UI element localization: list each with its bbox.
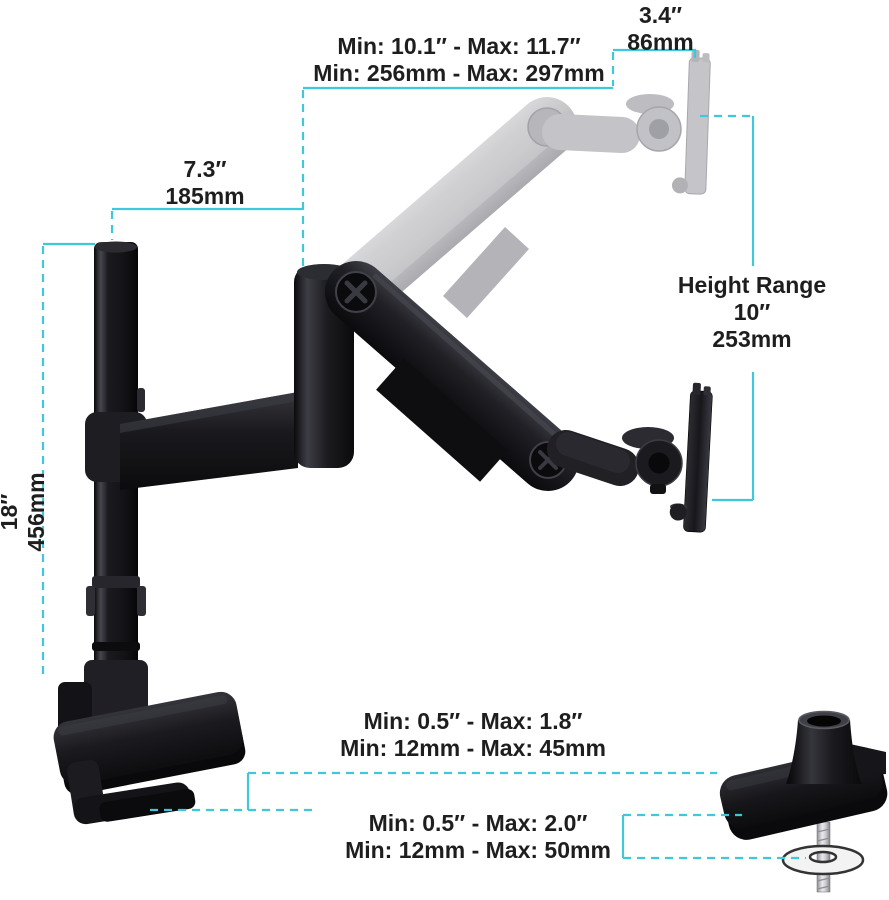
spring-cover xyxy=(376,358,508,482)
pole-height-inches: 18″ xyxy=(0,493,22,531)
head-depth-mm: 86mm xyxy=(627,29,694,55)
grommet-screw-rod xyxy=(816,821,831,893)
ghost-arm-raised-position xyxy=(326,49,711,322)
ghost-spring-cover xyxy=(443,227,529,318)
grommet-thickness-label: Min: 0.5″ - Max: 2.0″ Min: 12mm - Max: 5… xyxy=(322,810,634,864)
front-arm-mm: 185mm xyxy=(165,183,245,209)
clamp-thickness-mm: Min: 12mm - Max: 45mm xyxy=(340,735,606,761)
clamp-thickness-inches: Min: 0.5″ - Max: 1.8″ xyxy=(363,708,583,734)
monitor-head xyxy=(547,382,713,533)
grommet-washer xyxy=(781,844,865,876)
height-range-label: Height Range 10″ 253mm xyxy=(652,272,852,353)
front-arm-length-label: 7.3″ 185mm xyxy=(130,156,280,210)
height-range-mm: 253mm xyxy=(712,326,792,352)
arm-extension-mm: Min: 256mm - Max: 297mm xyxy=(313,60,605,86)
pole-height-mm: 456mm xyxy=(23,472,49,552)
grommet-mount-base xyxy=(719,710,888,893)
arm-extension-label: Min: 10.1″ - Max: 11.7″ Min: 256mm - Max… xyxy=(299,33,619,87)
desk-clamp-base xyxy=(53,660,246,825)
grommet-thickness-inches: Min: 0.5″ - Max: 2.0″ xyxy=(368,810,588,836)
grommet-thickness-mm: Min: 12mm - Max: 50mm xyxy=(345,837,611,863)
front-arm-inches: 7.3″ xyxy=(183,156,227,182)
dim-head-depth-line xyxy=(613,48,697,58)
dimension-lines xyxy=(41,48,806,860)
clamp-thickness-label: Min: 0.5″ - Max: 1.8″ Min: 12mm - Max: 4… xyxy=(318,708,628,762)
height-range-title: Height Range xyxy=(677,272,827,298)
clamp-lower-jaw xyxy=(67,759,196,825)
vesa-plate xyxy=(669,382,713,533)
pole-height-label: 18″ 456mm xyxy=(0,427,50,597)
head-depth-inches: 3.4″ xyxy=(639,2,682,28)
grommet-cylinder xyxy=(786,720,862,784)
height-range-inches: 10″ xyxy=(733,299,771,325)
ghost-head-link xyxy=(542,114,640,153)
arm-extension-inches: Min: 10.1″ - Max: 11.7″ xyxy=(337,33,581,59)
head-depth-label: 3.4″ 86mm xyxy=(608,2,713,56)
